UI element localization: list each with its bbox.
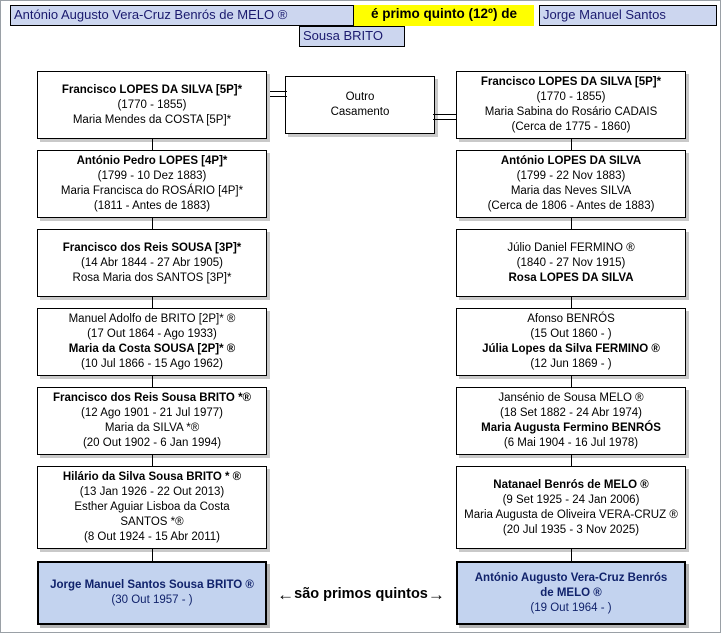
connector-left-outro-bottom (257, 96, 287, 97)
right-node-4-spouse-dates: (6 Mai 1904 - 16 Jul 1978) (503, 437, 639, 449)
left-node-1-spouse-dates: (1811 - Antes de 1883) (93, 200, 211, 212)
header-person-right-line2: Sousa BRITO (299, 26, 405, 47)
connector-left-0-1 (152, 139, 153, 150)
right-node-4-dates: (18 Set 1882 - 24 Abr 1974) (500, 407, 642, 419)
right-node-5: Natanael Benrós de MELO ® (9 Set 1925 - … (456, 466, 686, 549)
connector-right-4-5 (571, 455, 572, 466)
left-final-person: Jorge Manuel Santos Sousa BRITO ® (30 Ou… (37, 561, 267, 625)
header-person-left: António Augusto Vera-Cruz Benrós de MELO… (10, 5, 354, 26)
header-person-right-line1: Jorge Manuel Santos (539, 5, 717, 26)
right-node-0-spouse: Maria Sabina do Rosário CADAIS (484, 106, 658, 118)
left-node-5-name: Hilário da Silva Sousa BRITO * ® (62, 471, 242, 483)
connector-right-0-1 (571, 139, 572, 150)
left-node-5-spouse: Esther Aguiar Lisboa da Costa SANTOS *® (74, 501, 230, 528)
right-node-5-dates: (9 Set 1925 - 24 Jan 2006) (502, 493, 640, 506)
right-node-0: Francisco LOPES DA SILVA [5P]* (1770 - 1… (456, 71, 686, 139)
left-node-1-dates: (1799 - 10 Dez 1883) (97, 170, 207, 182)
left-node-2-name: Francisco dos Reis SOUSA [3P]* (62, 241, 242, 254)
left-node-3-dates: (17 Out 1864 - Ago 1933) (87, 328, 217, 340)
right-node-2-dates: (1840 - 27 Nov 1915) (516, 256, 626, 269)
right-node-4-spouse: Maria Augusta Fermino BENRÓS (481, 422, 661, 434)
other-marriage-line1: Outro (345, 91, 375, 103)
left-node-0-spouse: Maria Mendes da COSTA [5P]* (72, 113, 232, 126)
left-node-4-name: Francisco dos Reis Sousa BRITO *® (52, 392, 252, 404)
header-relation-highlight: é primo quinto (12º) de (354, 5, 534, 26)
connector-right-5-final (571, 549, 572, 561)
other-marriage-line2: Casamento (330, 106, 390, 118)
left-node-0-name: Francisco LOPES DA SILVA [5P]* (61, 83, 243, 96)
connector-right-2-3 (571, 297, 572, 308)
left-final-dates: (30 Out 1957 - ) (111, 594, 193, 606)
right-node-3-spouse: Júlia Lopes da Silva FERMINO ® (482, 343, 660, 355)
left-node-3-name: Manuel Adolfo de BRITO [2P]* ® (68, 313, 236, 325)
connector-outro-right-bottom (433, 119, 465, 120)
right-node-2: Júlio Daniel FERMINO ® (1840 - 27 Nov 19… (456, 229, 686, 297)
left-node-5-dates: (13 Jan 1926 - 22 Out 2013) (79, 486, 225, 498)
left-node-0-dates: (1770 - 1855) (117, 98, 187, 111)
left-arrow-icon: ← (277, 584, 295, 604)
left-node-1-spouse: Maria Francisca do ROSÁRIO [4P]* (60, 185, 244, 197)
right-node-0-spouse-dates: (Cerca de 1775 - 1860) (511, 121, 631, 133)
right-node-3-spouse-dates: (12 Jun 1869 - ) (530, 358, 612, 370)
right-final-name: António Augusto Vera-Cruz Benrós de MELO… (474, 571, 668, 599)
connector-left-5-final (152, 549, 153, 561)
right-node-4: Jansénio de Sousa MELO ® (18 Set 1882 - … (456, 387, 686, 455)
left-node-5-spouse-dates: (8 Out 1924 - 15 Abr 2011) (84, 531, 220, 543)
connector-left-2-3 (152, 297, 153, 308)
right-node-2-spouse: Rosa LOPES DA SILVA (508, 271, 634, 284)
right-node-5-spouse-dates: (20 Jul 1935 - 3 Nov 2025) (502, 523, 640, 536)
left-node-0: Francisco LOPES DA SILVA [5P]* (1770 - 1… (37, 71, 267, 139)
cousin-relation-note: ← são primos quintos → (263, 583, 459, 605)
left-node-3-spouse: Maria da Costa SOUSA [2P]* ® (68, 343, 236, 355)
cousin-relation-text: são primos quintos (294, 586, 428, 602)
left-node-1: António Pedro LOPES [4P]* (1799 - 10 Dez… (37, 150, 267, 218)
right-node-4-name: Jansénio de Sousa MELO ® (498, 392, 644, 404)
right-node-5-name: Natanael Benrós de MELO ® (493, 478, 649, 491)
right-node-3: Afonso BENRÓS (15 Out 1860 - ) Júlia Lop… (456, 308, 686, 376)
other-marriage-box: Outro Casamento (285, 76, 435, 134)
right-node-0-name: Francisco LOPES DA SILVA [5P]* (480, 76, 662, 88)
right-final-person: António Augusto Vera-Cruz Benrós de MELO… (456, 561, 686, 625)
right-node-1-dates: (1799 - 22 Nov 1883) (516, 170, 626, 182)
right-node-2-name: Júlio Daniel FERMINO ® (507, 241, 635, 254)
connector-left-4-5 (152, 455, 153, 466)
left-node-4-dates: (12 Ago 1901 - 21 Jul 1977) (81, 407, 223, 419)
right-node-1-name: António LOPES DA SILVA (500, 155, 642, 167)
left-node-2-dates: (14 Abr 1844 - 27 Abr 1905) (81, 256, 223, 269)
left-node-2-spouse: Rosa Maria dos SANTOS [3P]* (72, 271, 232, 284)
right-node-3-name: Afonso BENRÓS (527, 313, 615, 325)
left-node-4-spouse-dates: (20 Out 1902 - 6 Jan 1994) (82, 437, 222, 449)
right-node-1: António LOPES DA SILVA (1799 - 22 Nov 18… (456, 150, 686, 218)
right-node-3-dates: (15 Out 1860 - ) (530, 328, 612, 340)
left-node-4-spouse: Maria da SILVA *® (104, 422, 200, 434)
left-node-3-spouse-dates: (10 Jul 1866 - 15 Ago 1962) (81, 358, 223, 370)
connector-left-1-2 (152, 218, 153, 229)
left-node-1-name: António Pedro LOPES [4P]* (76, 155, 228, 167)
connector-outro-right-top (433, 114, 465, 115)
right-node-5-spouse: Maria Augusta de Oliveira VERA-CRUZ ® (464, 508, 678, 521)
left-node-5: Hilário da Silva Sousa BRITO * ® (13 Jan… (37, 466, 267, 549)
connector-left-outro-top (257, 91, 287, 92)
right-node-1-spouse: Maria das Neves SILVA (510, 185, 632, 197)
right-node-0-dates: (1770 - 1855) (536, 91, 606, 103)
connector-left-3-4 (152, 376, 153, 387)
right-final-dates: (19 Out 1964 - ) (530, 601, 612, 614)
right-arrow-icon: → (427, 584, 445, 604)
left-node-4: Francisco dos Reis Sousa BRITO *® (12 Ag… (37, 387, 267, 455)
left-final-name: Jorge Manuel Santos Sousa BRITO ® (50, 579, 254, 591)
left-node-3: Manuel Adolfo de BRITO [2P]* ® (17 Out 1… (37, 308, 267, 376)
connector-right-1-2 (571, 218, 572, 229)
left-node-2: Francisco dos Reis SOUSA [3P]* (14 Abr 1… (37, 229, 267, 297)
connector-right-3-4 (571, 376, 572, 387)
right-node-1-spouse-dates: (Cerca de 1806 - Antes de 1883) (487, 200, 655, 212)
